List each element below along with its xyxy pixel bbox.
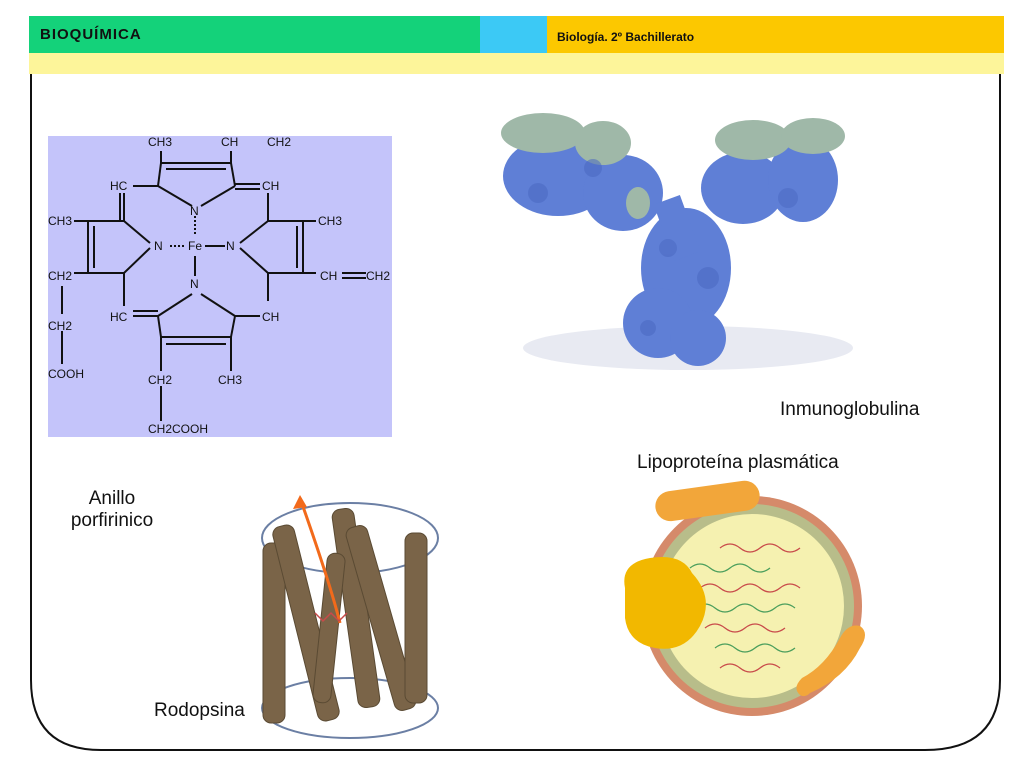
rhodopsin-illustration <box>261 495 439 739</box>
formula-text-18: CH <box>262 310 279 324</box>
formula-text-1: CH3 <box>148 136 172 149</box>
formula-text-4: HC <box>110 179 128 193</box>
formula-text-2: CH <box>221 136 238 149</box>
rhodopsin-label: Rodopsina <box>154 700 245 721</box>
formula-text-13: CH <box>320 269 337 283</box>
immunoglobulin-illustration <box>501 113 853 370</box>
header-cyan-bar <box>480 16 547 53</box>
porphyrin-ring-diagram: CH3 CH CH2 HC CH N CH3 CH3 N Fe N CH2 CH… <box>48 136 392 437</box>
lipoprotein-label: Lipoproteína plasmática <box>637 452 839 473</box>
formula-text-22: CH2COOH <box>148 422 208 436</box>
formula-text-20: CH2 <box>148 373 172 387</box>
course-subtitle: Biología. 2º Bachillerato <box>557 30 695 44</box>
lipoprotein-illustration <box>624 480 865 716</box>
header-yellow-strip <box>29 53 1004 74</box>
formula-text-15: N <box>190 277 199 291</box>
formula-text-19: COOH <box>48 367 84 381</box>
formula-text-6: N <box>190 204 199 218</box>
immunoglobulin-label: Inmunoglobulina <box>780 399 920 420</box>
header-gold-bar <box>547 16 1004 53</box>
formula-text-17: HC <box>110 310 128 324</box>
formula-text-16: CH2 <box>48 319 72 333</box>
porphyrin-label-line1: Anillo <box>88 488 136 509</box>
formula-text-9: N <box>154 239 163 253</box>
slide-section-title: BIOQUÍMICA <box>40 26 142 43</box>
formula-text-10: Fe <box>188 239 202 253</box>
formula-text-7: CH3 <box>48 214 72 228</box>
formula-text-14: CH2 <box>366 269 390 283</box>
porphyrin-label: Anillo porfirinico <box>60 488 164 532</box>
formula-text-12: CH2 <box>48 269 72 283</box>
formula-text-3: CH2 <box>267 136 291 149</box>
header-green-bar <box>29 16 480 53</box>
formula-text-5: CH <box>262 179 279 193</box>
formula-text-21: CH3 <box>218 373 242 387</box>
porphyrin-label-line2: porfirinico <box>70 510 154 531</box>
formula-text-11: N <box>226 239 235 253</box>
formula-text-8: CH3 <box>318 214 342 228</box>
